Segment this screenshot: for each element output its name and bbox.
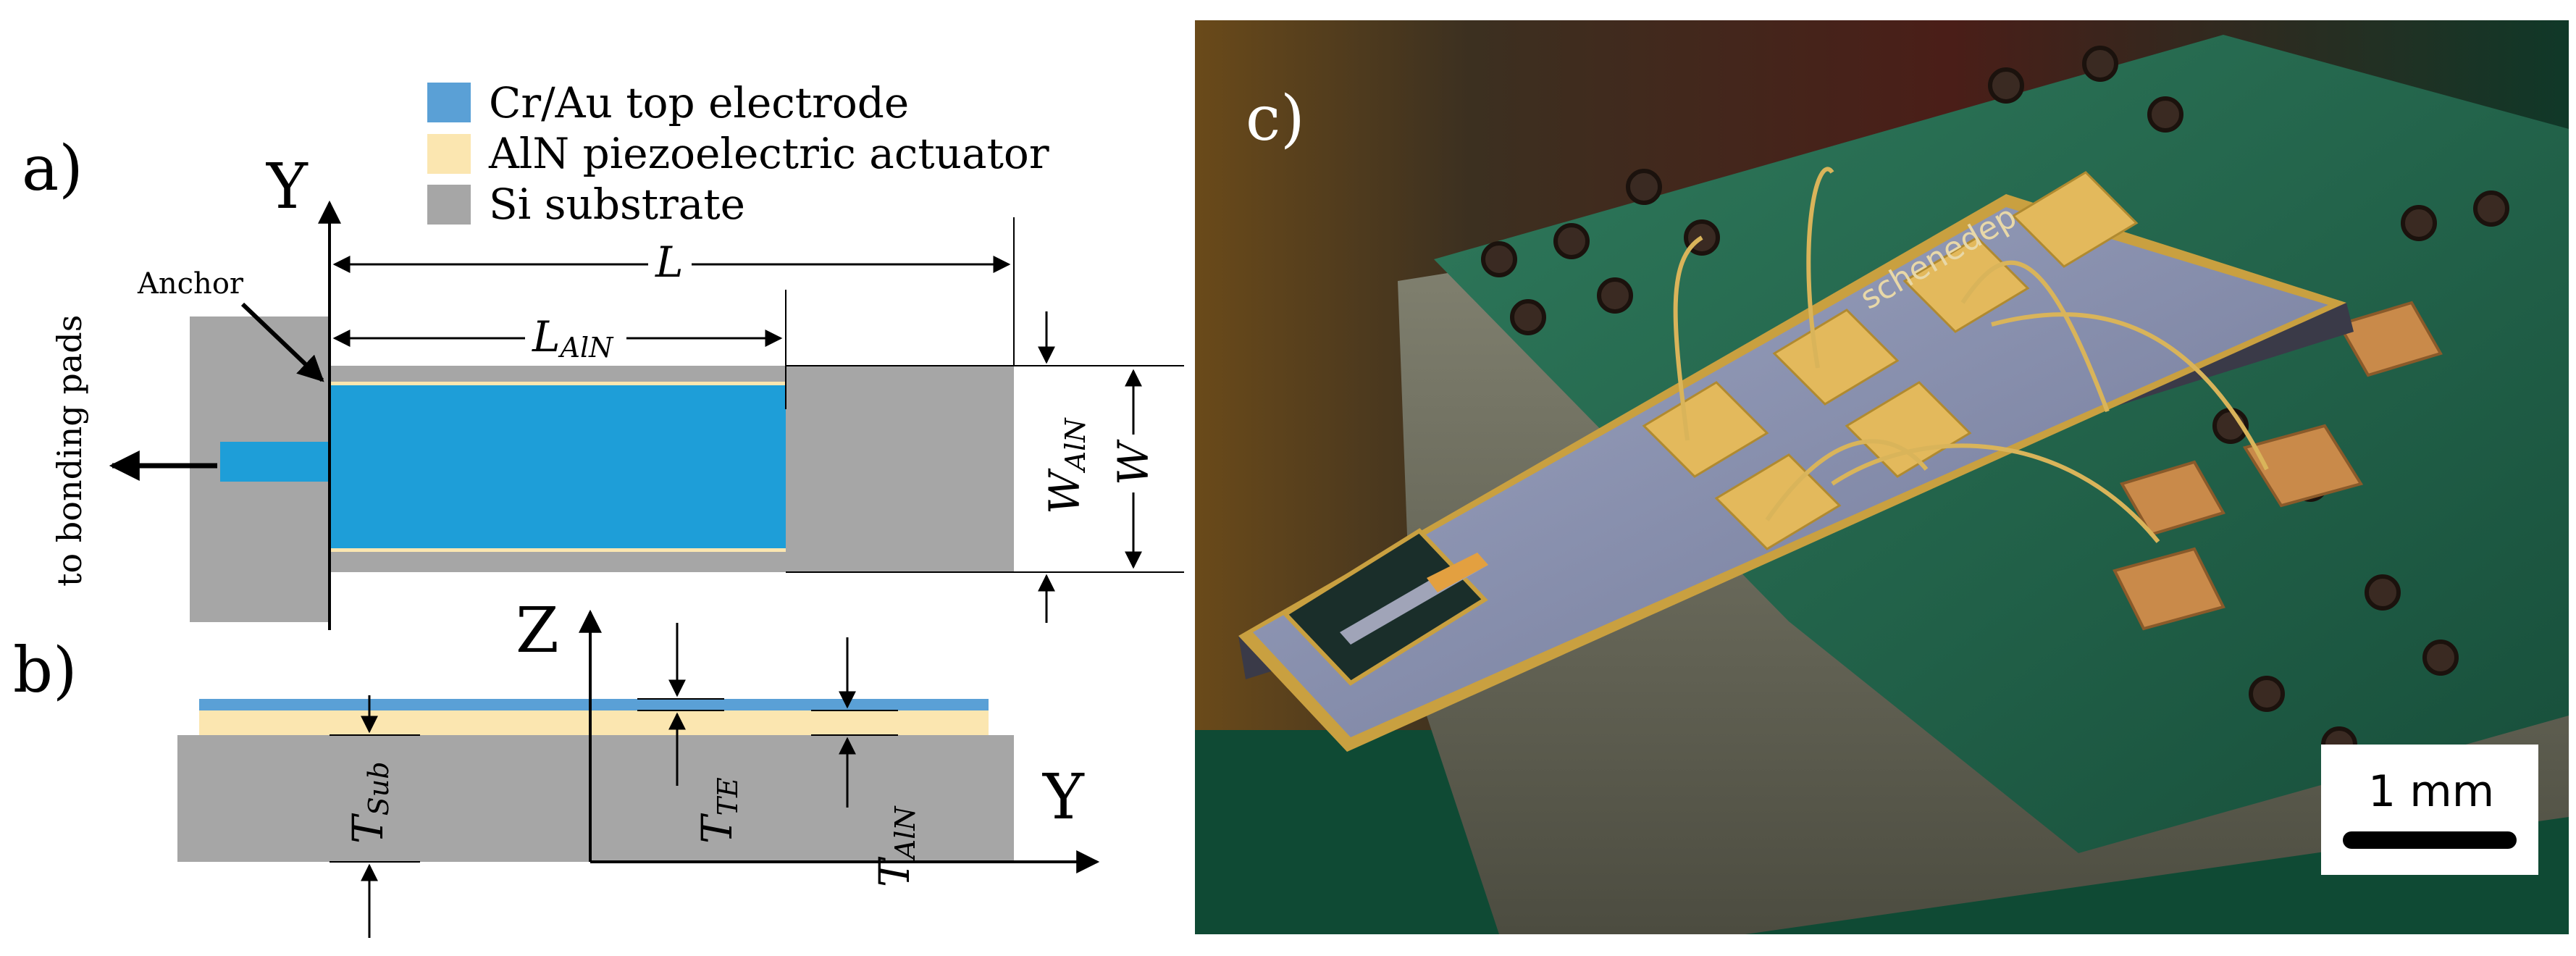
- pcb-via-holes: [1481, 46, 2509, 763]
- legend: Cr/Au top electrode AlN piezoelectric ac…: [427, 78, 1049, 229]
- scale-bar-box: [2321, 745, 2538, 875]
- legend-label-substrate: Si substrate: [489, 180, 745, 229]
- dim-WAlN-main: W: [1040, 468, 1089, 514]
- y-axis-label: Y: [266, 151, 309, 223]
- dim-W-label: W: [1109, 439, 1158, 485]
- side-y-axis-label: Y: [1042, 761, 1085, 834]
- panel-c-label: c): [1246, 83, 1305, 155]
- dim-TSub-sub: Sub: [363, 761, 395, 815]
- dim-WAlN-label: WAlN: [1040, 417, 1091, 514]
- electrode-region: [330, 385, 786, 548]
- dim-LAlN-main: L: [532, 312, 561, 361]
- legend-swatch-substrate: [427, 185, 471, 225]
- chip-gold-pads: [1642, 171, 2139, 550]
- dim-TTE-label: TTE: [692, 777, 744, 844]
- anchor-label: Anchor: [137, 267, 244, 301]
- legend-label-actuator: AlN piezoelectric actuator: [488, 129, 1049, 178]
- legend-label-electrode: Cr/Au top electrode: [489, 78, 909, 127]
- bond-wires: [1673, 167, 2269, 543]
- bonding-pads-label: to bonding pads: [50, 315, 89, 587]
- legend-swatch-actuator: [427, 134, 471, 174]
- side-electrode: [199, 699, 989, 710]
- dim-L-label-bg: [648, 239, 692, 282]
- panel-b-label: b): [13, 634, 77, 707]
- dim-LAlN-label: LAlN: [532, 312, 614, 364]
- dim-TAlN-main: T: [870, 856, 919, 887]
- mems-chip: schenedер: [1238, 171, 2354, 752]
- dim-TTE-main: T: [692, 813, 742, 844]
- dim-TAlN-label: TAlN: [870, 805, 921, 887]
- schematic-diagram: a) b) Cr/Au top electrode AlN piezoelect…: [13, 78, 1184, 938]
- dim-L-label: L: [655, 238, 684, 287]
- panel-a-label: a): [22, 133, 83, 205]
- scale-bar-label: 1 mm: [2368, 766, 2494, 817]
- side-aln: [199, 710, 989, 735]
- side-substrate: [177, 735, 1014, 862]
- scale-bar: 1 mm: [2321, 745, 2538, 875]
- dim-TSub-label: TSub: [343, 761, 395, 844]
- side-view: Z Y TSub TTE TAlN: [177, 595, 1100, 938]
- dim-TTE-sub: TE: [712, 777, 744, 815]
- dim-WAlN-sub: AlN: [1060, 417, 1091, 474]
- anchor-arrow: [240, 302, 324, 382]
- legend-swatch-electrode: [427, 83, 471, 122]
- dim-LAlN-label-bg: [525, 311, 626, 358]
- scale-bar-line: [2343, 831, 2517, 849]
- dim-W-label-bg: [1112, 435, 1155, 492]
- bonding-trace: [220, 442, 332, 482]
- dim-TSub-main: T: [343, 813, 393, 844]
- device-photo: schenedер c) 1 mm: [1195, 20, 2569, 934]
- chip-electrode-strip: [1427, 553, 1488, 592]
- top-view: Y Anchor to bonding pads L LAlN WAlN W: [50, 151, 1184, 630]
- dim-TAlN-sub: AlN: [889, 805, 921, 862]
- photo-panel: schenedер c) 1 mm: [1195, 20, 2569, 934]
- dim-LAlN-sub: AlN: [558, 332, 615, 364]
- copper-pads: [2113, 301, 2443, 631]
- z-axis-label: Z: [516, 595, 559, 667]
